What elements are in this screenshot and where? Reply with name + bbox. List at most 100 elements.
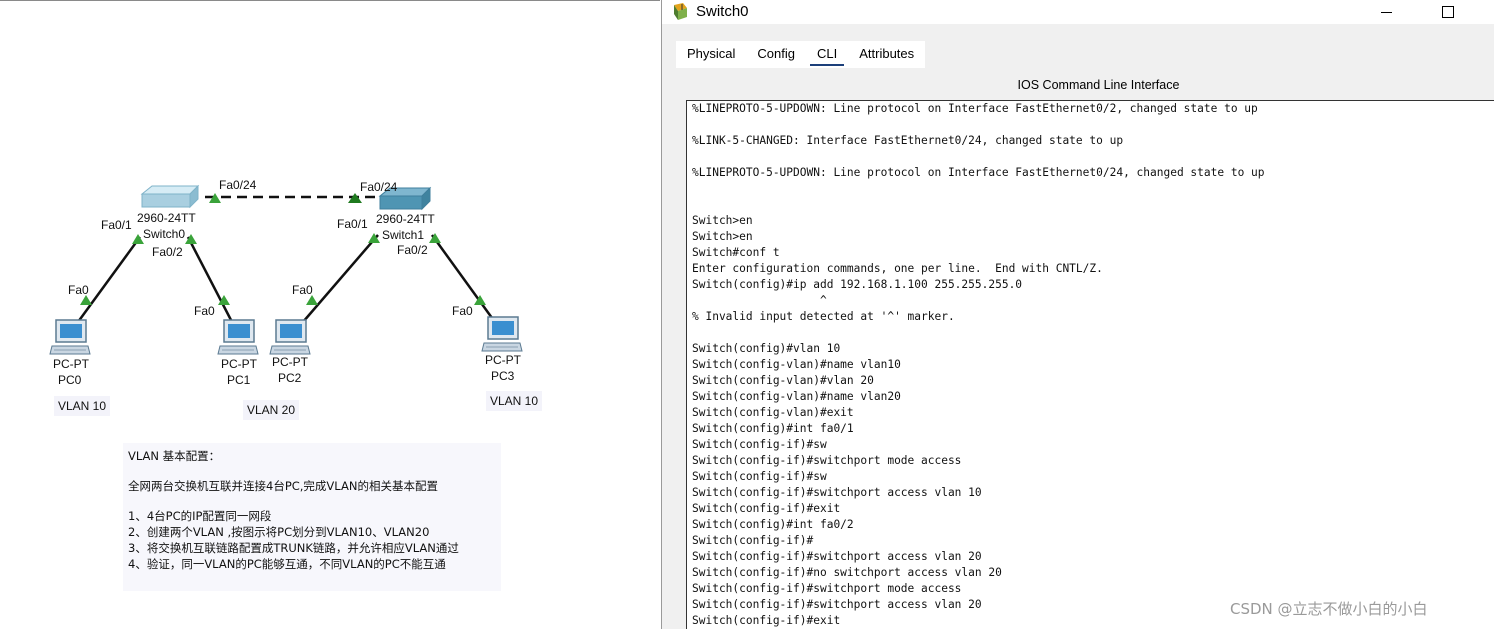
tab-physical[interactable]: Physical <box>687 46 736 61</box>
switch0-icon <box>140 184 200 209</box>
link-up-indicator <box>185 234 197 244</box>
tab-config[interactable]: Config <box>757 46 795 61</box>
cli-line: Switch(config-if)#exit <box>692 614 841 627</box>
pc2-type-label: PC-PT <box>272 355 308 369</box>
cli-line: Switch(config)#vlan 10 <box>692 342 841 355</box>
cli-line: Switch(config-if)#switchport access vlan… <box>692 486 982 499</box>
trunk-port-right-label: Fa0/24 <box>360 180 398 194</box>
device-tabs: Physical Config CLI Attributes <box>676 41 926 68</box>
link-up-indicator <box>218 295 230 305</box>
pc3-port-label: Fa0 <box>452 304 473 318</box>
maximize-icon[interactable] <box>1432 3 1462 21</box>
vlan-label-pc3: VLAN 10 <box>486 391 543 411</box>
cli-line: Switch>en <box>692 230 753 243</box>
pc2-icon <box>269 319 311 355</box>
cli-line: Enter configuration commands, one per li… <box>692 262 1103 275</box>
cli-line <box>692 325 1494 341</box>
cli-line: Switch(config-if)#no switchport access v… <box>692 566 1002 579</box>
pc3-type-label: PC-PT <box>485 353 521 367</box>
device-window: Switch0 Physical Config CLI Attributes I… <box>661 0 1494 629</box>
cli-line: Switch(config)#ip add 192.168.1.100 255.… <box>692 278 1023 291</box>
tab-cli[interactable]: CLI <box>806 41 848 68</box>
notes-step-2: 2、创建两个VLAN ,按图示将PC划分到VLAN10、VLAN20 <box>128 525 430 539</box>
pc1-type-label: PC-PT <box>221 357 257 371</box>
cli-line: Switch>en <box>692 214 753 227</box>
cli-line <box>692 117 1494 133</box>
vlan-label-pc1-pc2: VLAN 20 <box>243 400 300 420</box>
link-sw1-pc2 <box>302 234 379 323</box>
watermark: CSDN @立志不做小白的小白 <box>1230 600 1428 618</box>
cli-terminal[interactable]: %LINEPROTO-5-UPDOWN: Line protocol on In… <box>686 100 1494 629</box>
tab-attributes[interactable]: Attributes <box>859 46 915 61</box>
cli-line <box>692 197 1494 213</box>
cli-line <box>692 181 1494 197</box>
link-sw0-pc0 <box>76 236 142 323</box>
link-up-indicator <box>80 295 92 305</box>
cli-line: Switch(config-vlan)#name vlan10 <box>692 358 901 371</box>
notes-step-3: 3、将交换机互联链路配置成TRUNK链路，并允许相应VLAN通过 <box>128 541 459 555</box>
cli-line: %LINEPROTO-5-UPDOWN: Line protocol on In… <box>692 102 1258 115</box>
pc1-name-label: PC1 <box>227 373 251 387</box>
cli-line: Switch(config-if)#sw <box>692 470 827 483</box>
vlan-label-pc0: VLAN 10 <box>54 396 111 416</box>
notes-description: 全网两台交换机互联并连接4台PC,完成VLAN的相关基本配置 <box>128 479 438 493</box>
link-up-indicator <box>348 193 362 203</box>
cli-line: %LINEPROTO-5-UPDOWN: Line protocol on In… <box>692 166 1265 179</box>
pc2-port-label: Fa0 <box>292 283 313 297</box>
switch0-name-label: Switch0 <box>143 227 186 241</box>
window-titlebar[interactable]: Switch0 <box>662 0 1494 24</box>
notes-step-4: 4、验证，同一VLAN的PC能够互通，不同VLAN的PC不能互通 <box>128 557 446 571</box>
sw1-fa02-label: Fa0/2 <box>397 243 428 257</box>
cli-line: Switch(config-vlan)#name vlan20 <box>692 390 901 403</box>
cli-line: Switch(config)#int fa0/2 <box>692 518 854 531</box>
topology-workspace[interactable]: Fa0/24 Fa0/24 2960-24TT Switch0 2960-24T… <box>0 0 660 629</box>
cli-line: Switch(config-if)# <box>692 534 814 547</box>
switch0-model-label: 2960-24TT <box>137 211 196 225</box>
sw1-fa01-label: Fa0/1 <box>337 217 368 231</box>
pc0-name-label: PC0 <box>58 373 82 387</box>
cli-line: Switch(config-if)#sw <box>692 438 827 451</box>
cli-line <box>692 149 1494 165</box>
switch1-model-label: 2960-24TT <box>376 212 435 226</box>
cli-line: Switch(config-if)#switchport access vlan… <box>692 550 982 563</box>
notes-title: VLAN 基本配置： <box>128 449 221 463</box>
cli-line: Switch#conf t <box>692 246 780 259</box>
cli-line: ^ <box>692 294 827 307</box>
cli-output: %LINEPROTO-5-UPDOWN: Line protocol on In… <box>687 101 1494 629</box>
notes-box: VLAN 基本配置： 全网两台交换机互联并连接4台PC,完成VLAN的相关基本配… <box>123 443 501 591</box>
cli-line: Switch(config-if)#switchport mode access <box>692 582 962 595</box>
pc0-type-label: PC-PT <box>53 357 89 371</box>
pc1-icon <box>217 319 259 355</box>
link-up-indicator <box>306 295 318 305</box>
pc0-port-label: Fa0 <box>68 283 89 297</box>
sw0-fa01-label: Fa0/1 <box>101 218 132 232</box>
link-up-indicator <box>368 233 380 243</box>
ios-cli-caption: IOS Command Line Interface <box>1017 78 1180 92</box>
link-up-indicator <box>474 295 486 305</box>
cli-line: Switch(config)#int fa0/1 <box>692 422 854 435</box>
workspace-top-border <box>0 0 660 1</box>
link-up-indicator <box>429 233 441 243</box>
minimize-icon[interactable] <box>1371 3 1401 21</box>
link-up-indicator <box>209 193 221 203</box>
cli-line: Switch(config-if)#exit <box>692 502 841 515</box>
switch1-name-label: Switch1 <box>382 228 425 242</box>
cli-line: %LINK-5-CHANGED: Interface FastEthernet0… <box>692 134 1124 147</box>
cli-line: Switch(config-vlan)#vlan 20 <box>692 374 874 387</box>
notes-step-1: 1、4台PC的IP配置同一网段 <box>128 509 272 523</box>
pc0-icon <box>49 319 91 355</box>
cli-line: % Invalid input detected at '^' marker. <box>692 310 955 323</box>
cli-line: Switch(config-vlan)#exit <box>692 406 854 419</box>
link-up-indicator <box>132 234 144 244</box>
cli-line: Switch(config-if)#switchport access vlan… <box>692 598 982 611</box>
topology-canvas <box>49 184 523 355</box>
pc1-port-label: Fa0 <box>194 304 215 318</box>
link-sw0-pc1 <box>186 236 234 323</box>
pc2-name-label: PC2 <box>278 371 302 385</box>
trunk-port-left-label: Fa0/24 <box>219 178 257 192</box>
window-title: Switch0 <box>696 3 749 20</box>
switch1-icon <box>378 186 432 211</box>
sw0-fa02-label: Fa0/2 <box>152 245 183 259</box>
packet-tracer-app-icon <box>674 3 687 20</box>
pc3-name-label: PC3 <box>491 369 515 383</box>
